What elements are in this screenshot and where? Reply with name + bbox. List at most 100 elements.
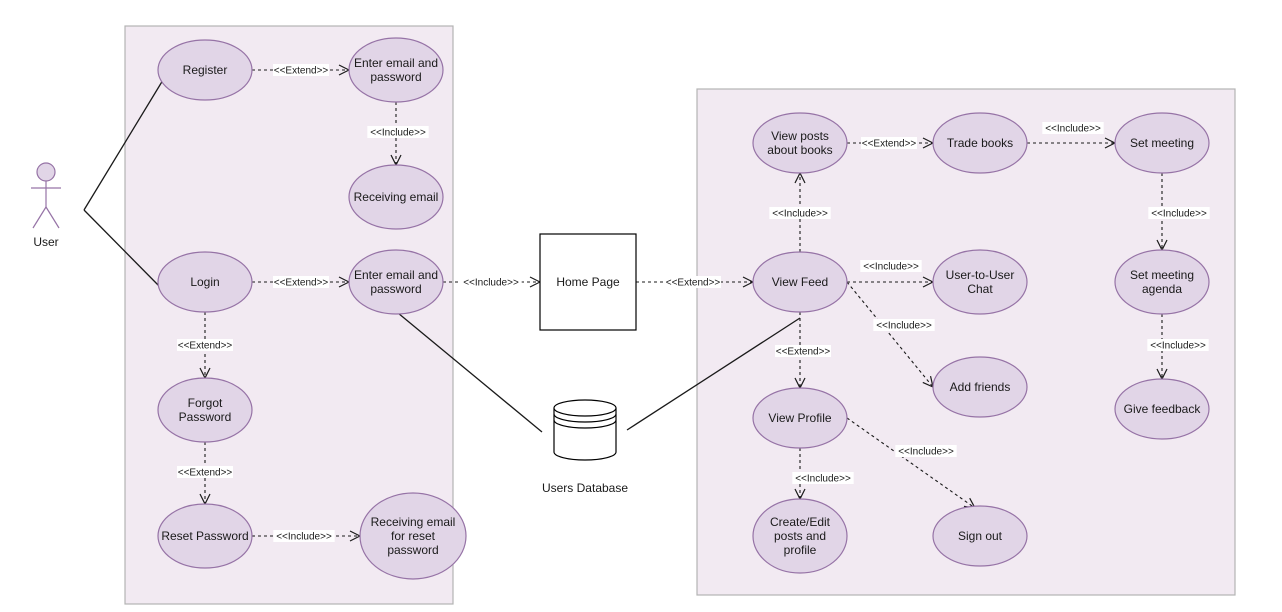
use-case-shape bbox=[348, 164, 444, 230]
use-case-add-friends[interactable]: Add friends bbox=[932, 356, 1028, 418]
relationship-label: <<Include>> bbox=[876, 321, 932, 332]
label-background bbox=[1042, 122, 1104, 134]
extend-label: <<Extend>> bbox=[273, 276, 329, 289]
relationship-label: <<Extend>> bbox=[178, 341, 233, 352]
actor-left-leg bbox=[32, 206, 47, 229]
association-feed-database bbox=[626, 317, 801, 431]
include-label: <<Include>> bbox=[792, 472, 854, 485]
label-background bbox=[1148, 207, 1210, 219]
label-background bbox=[860, 260, 922, 272]
use-case-view-feed[interactable]: View Feed bbox=[752, 251, 848, 313]
use-case-label: Receiving email bbox=[354, 190, 439, 204]
relationship-label: <<Include>> bbox=[276, 532, 332, 543]
label-background bbox=[665, 276, 721, 288]
use-case-label: Reset Password bbox=[161, 529, 248, 543]
use-case-label: Sign out bbox=[958, 529, 1003, 543]
extend-label: <<Extend>> bbox=[177, 466, 233, 479]
use-case-shape bbox=[932, 356, 1028, 418]
use-case-reset-password[interactable]: Reset Password bbox=[157, 503, 253, 569]
use-case-shape bbox=[157, 39, 253, 101]
relationship-label: <<Extend>> bbox=[178, 468, 233, 479]
relationship-line bbox=[846, 281, 933, 387]
use-case-receiving-email[interactable]: Receiving email bbox=[348, 164, 444, 230]
label-background bbox=[775, 345, 831, 357]
relationship-label: <<Include>> bbox=[1045, 124, 1101, 135]
relationship-label: <<Include>> bbox=[772, 209, 828, 220]
actor-right-leg bbox=[45, 206, 60, 229]
include-label: <<Include>> bbox=[1147, 339, 1209, 352]
extend-label: <<Extend>> bbox=[775, 345, 831, 358]
use-case-login[interactable]: Login bbox=[157, 251, 253, 313]
use-case-shape bbox=[157, 503, 253, 569]
users-database[interactable]: Users Database bbox=[542, 399, 628, 495]
include-label: <<Include>> bbox=[367, 126, 429, 139]
include-label: <<Include>> bbox=[895, 445, 957, 458]
include-label: <<Include>> bbox=[769, 207, 831, 220]
relationship-line bbox=[846, 417, 975, 508]
label-background bbox=[177, 339, 233, 351]
use-case-shape bbox=[157, 251, 253, 313]
use-case-shape bbox=[1114, 112, 1210, 174]
use-case-trade-books[interactable]: Trade books bbox=[932, 112, 1028, 174]
label-background bbox=[769, 207, 831, 219]
label-background bbox=[873, 319, 935, 331]
use-case-label: View Profile bbox=[768, 411, 831, 425]
include-label: <<Include>> bbox=[873, 319, 935, 332]
relationship-label: <<Extend>> bbox=[274, 278, 329, 289]
use-case-label: Add friends bbox=[950, 380, 1011, 394]
home-page-node[interactable]: Home Page bbox=[539, 233, 637, 331]
actor-head bbox=[36, 162, 56, 182]
label-background bbox=[861, 137, 917, 149]
use-case-label: Give feedback bbox=[1124, 402, 1202, 416]
relationship-label: <<Include>> bbox=[370, 128, 426, 139]
use-case-shape bbox=[1114, 378, 1210, 440]
use-case-shape bbox=[932, 249, 1028, 315]
use-case-view-profile[interactable]: View Profile bbox=[752, 387, 848, 449]
extend-label: <<Extend>> bbox=[177, 339, 233, 352]
use-case-shape bbox=[752, 112, 848, 174]
label-background bbox=[367, 126, 429, 138]
use-case-label: Login bbox=[190, 275, 219, 289]
use-case-give-feedback[interactable]: Give feedback bbox=[1114, 378, 1210, 440]
label-background bbox=[792, 472, 854, 484]
extend-label: <<Extend>> bbox=[273, 64, 329, 77]
actor-label: User bbox=[33, 235, 58, 249]
association-login-database bbox=[397, 312, 543, 433]
use-case-shape bbox=[752, 498, 848, 574]
use-case-set-meeting[interactable]: Set meeting bbox=[1114, 112, 1210, 174]
relationship-label: <<Extend>> bbox=[862, 139, 917, 150]
label-background bbox=[1147, 339, 1209, 351]
actor-user: User bbox=[31, 162, 61, 249]
database-ring bbox=[553, 413, 617, 423]
include-label: <<Include>> bbox=[1148, 207, 1210, 220]
use-case-label: View Feed bbox=[772, 275, 828, 289]
label-background bbox=[273, 64, 329, 76]
use-case-register[interactable]: Register bbox=[157, 39, 253, 101]
use-case-label: Register bbox=[183, 63, 228, 77]
include-label: <<Include>> bbox=[460, 276, 522, 289]
use-case-shape bbox=[752, 251, 848, 313]
database-top bbox=[553, 399, 617, 417]
relationship-label: <<Include>> bbox=[1151, 209, 1207, 220]
use-case-sign-out[interactable]: Sign out bbox=[932, 505, 1028, 567]
use-case-shape bbox=[932, 505, 1028, 567]
relationship-label: <<Extend>> bbox=[776, 347, 831, 358]
home-page-box bbox=[539, 233, 637, 331]
extend-label: <<Extend>> bbox=[861, 137, 917, 150]
label-background bbox=[895, 445, 957, 457]
